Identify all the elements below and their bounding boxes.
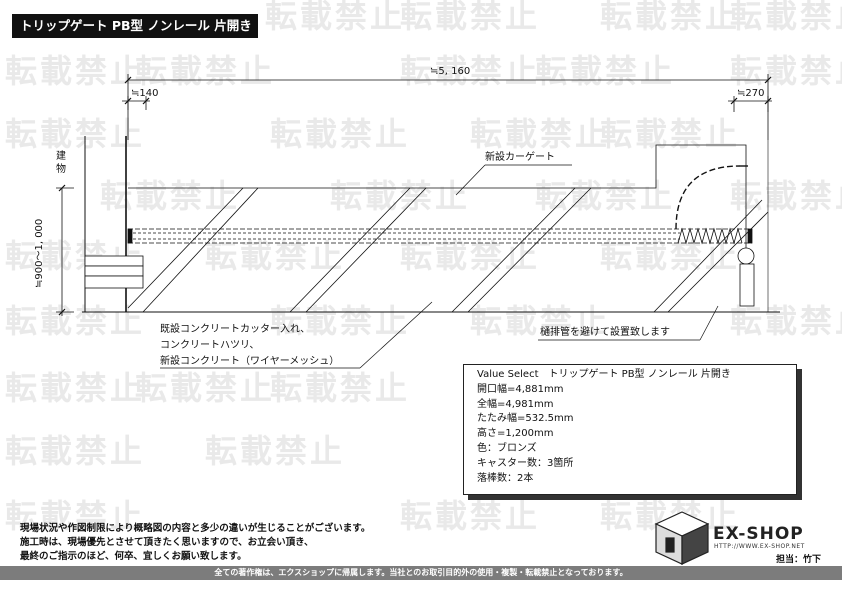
concrete-note-3: 新設コンクリート（ワイヤーメッシュ） bbox=[160, 356, 340, 367]
logo-url: HTTP://WWW.EX-SHOP.NET bbox=[714, 543, 805, 550]
swing-arc bbox=[675, 165, 741, 230]
spec-box: Value Select トリップゲート PB型 ノンレール 片開き 開口幅=4… bbox=[463, 364, 797, 495]
spec-color: 色：ブロンズ bbox=[477, 442, 537, 454]
spec-folded-width: たたみ幅=532.5mm bbox=[477, 413, 574, 425]
watermark-text: 転載禁止 bbox=[470, 302, 611, 340]
watermark-text: 転載禁止 bbox=[205, 432, 346, 470]
spec-opening-width: 開口幅=4,881mm bbox=[477, 383, 564, 395]
entrance-steps bbox=[84, 255, 144, 289]
watermark-text: 転載禁止 bbox=[400, 0, 541, 35]
overall-width-label: ≒5, 160 bbox=[430, 66, 471, 77]
watermark-text: 転載禁止 bbox=[600, 237, 741, 275]
drawing-title: トリップゲート PB型 ノンレール 片開き bbox=[12, 14, 258, 38]
disclaimer-line-3: 最終のご指示のほど、何卒、宜しくお願い致します。 bbox=[20, 551, 247, 562]
watermark-text: 転載禁止 bbox=[270, 369, 411, 407]
watermark-text: 転載禁止 bbox=[265, 0, 406, 35]
new-gate-label: 新設カーゲート bbox=[485, 152, 555, 163]
watermark-text: 転載禁止 bbox=[600, 0, 741, 35]
spec-total-width: 全幅=4,981mm bbox=[477, 398, 554, 410]
right-offset-dimension bbox=[728, 96, 772, 112]
watermark-text: 転載禁止 bbox=[400, 52, 541, 90]
spec-casters: キャスター数：3箇所 bbox=[477, 457, 574, 469]
left-offset-dimension bbox=[122, 96, 150, 110]
watermark-text: 転載禁止 bbox=[5, 302, 146, 340]
watermark-text: 転載禁止 bbox=[270, 115, 411, 153]
folded-gate-zigzag bbox=[677, 227, 743, 245]
watermark-text: 転載禁止 bbox=[5, 115, 146, 153]
concrete-note-1: 既設コンクリートカッター入れ、 bbox=[160, 324, 311, 335]
spec-height: 高さ=1,200mm bbox=[477, 428, 554, 440]
watermark-text: 転載禁止 bbox=[730, 0, 842, 35]
disclaimer-line-2: 施工時は、現場優先とさせて頂きたく思いますので、お立会い頂き、 bbox=[20, 537, 314, 548]
spec-product: Value Select トリップゲート PB型 ノンレール 片開き bbox=[477, 369, 731, 380]
drain-note: 樋排管を避けて設置致します bbox=[540, 327, 670, 338]
concrete-hatch bbox=[127, 187, 769, 313]
watermark-text: 転載禁止 bbox=[5, 52, 146, 90]
watermark-text: 転載禁止 bbox=[470, 115, 611, 153]
watermark-text: 転載禁止 bbox=[205, 237, 346, 275]
disclaimer: 現場状況や作図制限により概略図の内容と多少の違いが生じることがございます。 施工… bbox=[20, 522, 370, 564]
watermark-text: 転載禁止 bbox=[730, 52, 842, 90]
watermark-text: 転載禁止 bbox=[535, 177, 676, 215]
drain-pipe bbox=[737, 247, 755, 307]
watermark-text: 転載禁止 bbox=[135, 369, 276, 407]
watermark-text: 転載禁止 bbox=[730, 177, 842, 215]
watermark-text: 転載禁止 bbox=[400, 497, 541, 535]
staff-label: 担当：竹下 bbox=[776, 555, 822, 565]
concrete-note-2: コンクリートハツリ、 bbox=[160, 340, 260, 351]
watermark-text: 転載禁止 bbox=[5, 497, 146, 535]
watermark-text: 転載禁止 bbox=[730, 302, 842, 340]
left-offset-label: ≒140 bbox=[131, 88, 159, 99]
watermark-text: 転載禁止 bbox=[270, 302, 411, 340]
watermark-text: 転載禁止 bbox=[100, 177, 241, 215]
gate-bars bbox=[127, 228, 753, 244]
watermark-text: 転載禁止 bbox=[135, 52, 276, 90]
logo-name: EX-SHOP bbox=[713, 524, 804, 544]
watermark-text: 転載禁止 bbox=[535, 52, 676, 90]
copyright-footer: 全ての著作権は、エクスショップに帰属します。当社とのお取引目的外の使用・複製・転… bbox=[0, 566, 842, 580]
watermark-text: 転載禁止 bbox=[330, 177, 471, 215]
watermark-text: 転載禁止 bbox=[5, 432, 146, 470]
gate-outline bbox=[128, 144, 747, 250]
watermark-text: 転載禁止 bbox=[5, 369, 146, 407]
height-dimension bbox=[56, 184, 74, 316]
leader-lines bbox=[160, 164, 719, 369]
spec-drop-bars: 落棒数：2本 bbox=[477, 472, 534, 484]
right-offset-label: ≒270 bbox=[737, 88, 765, 99]
building-label: 建 物 bbox=[56, 151, 66, 175]
watermark-text: 転載禁止 bbox=[400, 237, 541, 275]
disclaimer-line-1: 現場状況や作図制限により概略図の内容と多少の違いが生じることがございます。 bbox=[20, 523, 371, 534]
